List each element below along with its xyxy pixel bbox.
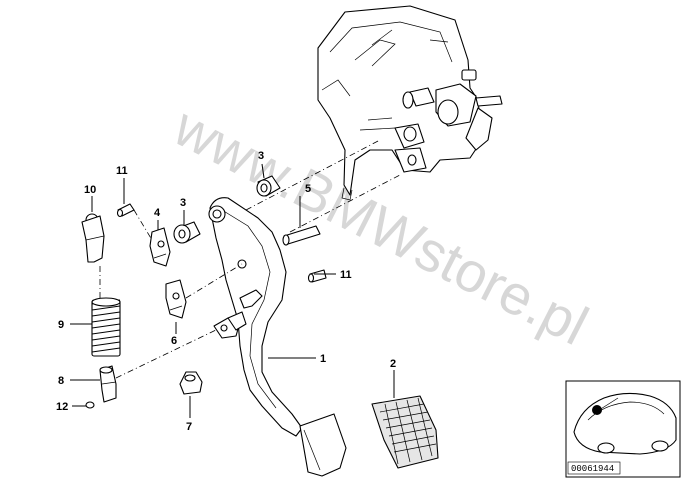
callout-12: 12 xyxy=(56,401,68,413)
callout-11-right: 11 xyxy=(340,269,352,281)
clip-lower xyxy=(165,279,187,319)
pivot-bolt xyxy=(282,225,321,246)
callout-2: 2 xyxy=(390,358,396,370)
spring-axis-lower xyxy=(115,329,217,379)
callout-9: 9 xyxy=(58,319,64,331)
spring-retainer-bottom xyxy=(99,365,117,403)
bolt-axis-line xyxy=(289,174,401,233)
pedal-arm xyxy=(208,197,303,437)
retaining-clip xyxy=(85,401,95,409)
callout-3-lower: 3 xyxy=(180,197,186,209)
callout-7: 7 xyxy=(186,421,192,433)
spring-retainer-top xyxy=(81,213,105,263)
pin-right xyxy=(307,269,327,283)
pin-axis-line xyxy=(133,209,153,241)
clip-upper xyxy=(149,227,171,267)
callout-10: 10 xyxy=(84,184,96,196)
callout-3-upper: 3 xyxy=(258,150,264,162)
pedal-pad xyxy=(371,395,439,469)
leader-lines xyxy=(70,163,395,418)
reference-number: 00061944 xyxy=(571,464,614,474)
callout-11-left: 11 xyxy=(116,165,128,177)
bushing-lower xyxy=(173,221,201,244)
pedal-foot-plate xyxy=(299,413,347,477)
callout-1: 1 xyxy=(320,353,326,365)
callout-4: 4 xyxy=(154,207,161,219)
location-marker xyxy=(592,405,602,415)
callout-5: 5 xyxy=(305,183,311,195)
clip-axis-line xyxy=(185,263,243,299)
pedal-bracket-assembly xyxy=(317,5,503,201)
compression-spring xyxy=(91,297,121,357)
spring-cap xyxy=(179,371,203,395)
pin-left xyxy=(116,203,135,218)
callout-6: 6 xyxy=(171,335,177,347)
callout-8: 8 xyxy=(58,375,64,387)
vehicle-location-inset: 00061944 xyxy=(565,380,681,478)
bushing-upper xyxy=(256,175,281,197)
